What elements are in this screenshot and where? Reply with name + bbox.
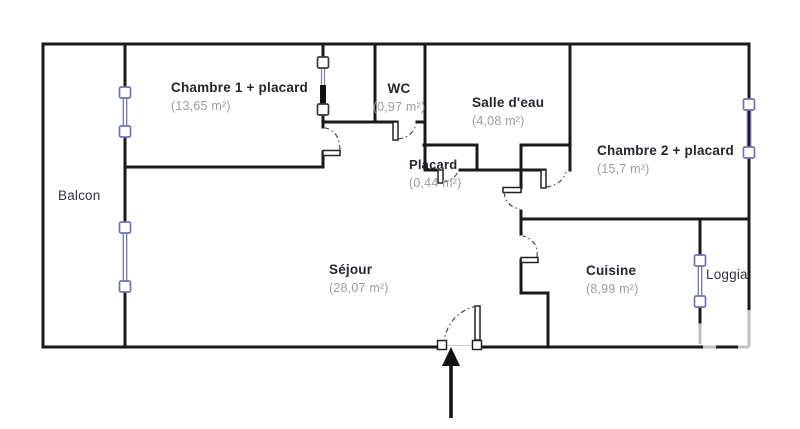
- chambre2-window-icon: [742, 98, 756, 159]
- chambre1-door-icon: [322, 127, 341, 157]
- salle-deau-door-icon: [540, 169, 567, 189]
- chambre2-door-icon: [502, 186, 522, 210]
- entrance-arrow-icon: [442, 347, 460, 418]
- cuisine-door-icon: [520, 235, 539, 264]
- wc-door-icon: [392, 121, 417, 141]
- closet-partition-icon: [316, 56, 330, 116]
- loggia-window-icon: [693, 254, 707, 308]
- balcon-window-bottom-icon: [118, 221, 132, 293]
- balcon-window-top-icon: [118, 86, 132, 138]
- loggia-railing: [698, 310, 751, 349]
- placard-door-icon: [437, 169, 459, 184]
- interior-walls: [123, 42, 751, 349]
- entrance-door-icon: [436, 305, 483, 351]
- exterior-walls: [41, 42, 751, 349]
- doors: [322, 121, 567, 351]
